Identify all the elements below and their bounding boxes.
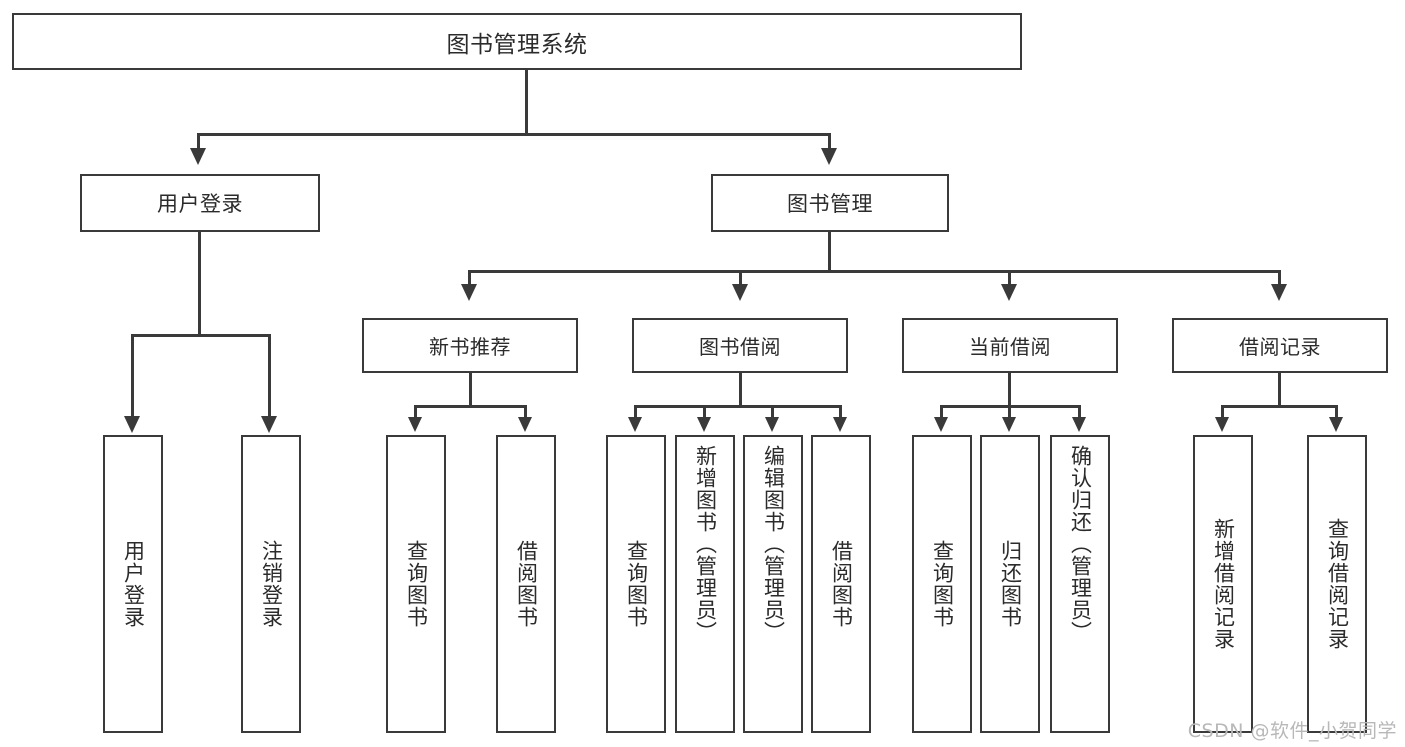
connector-currentborrow-drop-3 bbox=[1078, 405, 1081, 418]
node-label: 图书管理 bbox=[787, 192, 873, 216]
node-root-system[interactable]: 图书管理系统 bbox=[12, 13, 1022, 70]
node-leaf-add-book[interactable]: 新增图书（管理员） bbox=[675, 435, 735, 733]
arrowhead-to-new-book-recommend bbox=[461, 284, 477, 301]
connector-root-drop-left bbox=[197, 133, 200, 150]
node-leaf-borrow-book-2[interactable]: 借阅图书 bbox=[811, 435, 871, 733]
arrowhead-leaf-query-book-3 bbox=[934, 417, 948, 432]
connector-bookborrow-drop-3 bbox=[771, 405, 774, 418]
connector-currentborrow-drop-1 bbox=[940, 405, 943, 418]
arrowhead-leaf-confirm-return bbox=[1072, 417, 1086, 432]
arrowhead-to-book-borrow bbox=[732, 284, 748, 301]
connector-bookborrow-drop-1 bbox=[634, 405, 637, 418]
connector-root-stem bbox=[525, 70, 528, 135]
node-leaf-query-book-1[interactable]: 查询图书 bbox=[386, 435, 446, 733]
connector-bookborrow-stem bbox=[739, 373, 742, 407]
connector-bookmanage-drop-3 bbox=[1008, 270, 1011, 286]
node-label: 新增图书（管理员） bbox=[693, 445, 718, 643]
arrowhead-leaf-logout bbox=[261, 416, 277, 433]
node-label: 借阅图书 bbox=[514, 540, 539, 628]
node-label: 确认归还（管理员） bbox=[1068, 445, 1093, 643]
node-label: 查询图书 bbox=[930, 540, 955, 628]
node-label: 图书管理系统 bbox=[446, 31, 588, 58]
node-book-borrow[interactable]: 图书借阅 bbox=[632, 318, 848, 373]
arrowhead-leaf-borrow-book-1 bbox=[518, 417, 532, 432]
node-label: 借阅图书 bbox=[829, 540, 854, 628]
connector-bookmanage-bus bbox=[468, 270, 1281, 273]
node-leaf-user-login[interactable]: 用户登录 bbox=[103, 435, 163, 733]
connector-userlogin-stem bbox=[198, 232, 201, 336]
node-leaf-logout[interactable]: 注销登录 bbox=[241, 435, 301, 733]
node-label: 注销登录 bbox=[259, 540, 284, 628]
connector-bookmanage-stem bbox=[828, 232, 831, 272]
node-leaf-query-book-3[interactable]: 查询图书 bbox=[912, 435, 972, 733]
arrowhead-to-user-login bbox=[190, 148, 206, 165]
connector-newbook-stem bbox=[469, 373, 472, 407]
node-leaf-query-record[interactable]: 查询借阅记录 bbox=[1307, 435, 1367, 733]
node-new-book-recommend[interactable]: 新书推荐 bbox=[362, 318, 578, 373]
node-label: 借阅记录 bbox=[1239, 335, 1321, 359]
node-label: 用户登录 bbox=[157, 192, 243, 216]
arrowhead-leaf-add-record bbox=[1215, 417, 1229, 432]
connector-userlogin-drop-2 bbox=[268, 334, 271, 418]
node-leaf-borrow-book-1[interactable]: 借阅图书 bbox=[496, 435, 556, 733]
arrowhead-leaf-add-book bbox=[697, 417, 711, 432]
connector-root-drop-right bbox=[828, 133, 831, 150]
node-label: 用户登录 bbox=[121, 540, 146, 628]
connector-userlogin-bus bbox=[131, 334, 270, 337]
connector-bookborrow-bus bbox=[634, 405, 842, 408]
connector-bookborrow-drop-2 bbox=[703, 405, 706, 418]
node-label: 新增借阅记录 bbox=[1211, 518, 1236, 650]
node-label: 查询图书 bbox=[624, 540, 649, 628]
connector-borrowrecord-drop-1 bbox=[1221, 405, 1224, 418]
node-label: 查询图书 bbox=[404, 540, 429, 628]
node-label: 查询借阅记录 bbox=[1325, 518, 1350, 650]
connector-bookmanage-drop-2 bbox=[739, 270, 742, 286]
arrowhead-leaf-borrow-book-2 bbox=[833, 417, 847, 432]
node-label: 归还图书 bbox=[998, 540, 1023, 628]
arrowhead-to-current-borrow bbox=[1001, 284, 1017, 301]
connector-root-bus bbox=[197, 133, 831, 136]
arrowhead-leaf-edit-book bbox=[765, 417, 779, 432]
node-leaf-confirm-return[interactable]: 确认归还（管理员） bbox=[1050, 435, 1110, 733]
connector-newbook-drop-1 bbox=[414, 405, 417, 418]
arrowhead-to-borrow-record bbox=[1271, 284, 1287, 301]
node-book-manage[interactable]: 图书管理 bbox=[711, 174, 949, 232]
arrowhead-leaf-query-book-1 bbox=[408, 417, 422, 432]
arrowhead-leaf-query-book-2 bbox=[628, 417, 642, 432]
node-borrow-record[interactable]: 借阅记录 bbox=[1172, 318, 1388, 373]
connector-currentborrow-stem bbox=[1008, 373, 1011, 407]
connector-bookmanage-drop-4 bbox=[1278, 270, 1281, 286]
arrowhead-to-book-manage bbox=[821, 148, 837, 165]
arrowhead-leaf-return-book bbox=[1002, 417, 1016, 432]
connector-bookborrow-drop-4 bbox=[839, 405, 842, 418]
connector-newbook-drop-2 bbox=[524, 405, 527, 418]
node-current-borrow[interactable]: 当前借阅 bbox=[902, 318, 1118, 373]
node-label: 当前借阅 bbox=[969, 335, 1051, 359]
node-user-login[interactable]: 用户登录 bbox=[80, 174, 320, 232]
connector-currentborrow-drop-2 bbox=[1008, 405, 1011, 418]
node-leaf-edit-book[interactable]: 编辑图书（管理员） bbox=[743, 435, 803, 733]
connector-borrowrecord-drop-2 bbox=[1335, 405, 1338, 418]
connector-borrowrecord-stem bbox=[1278, 373, 1281, 407]
node-leaf-add-record[interactable]: 新增借阅记录 bbox=[1193, 435, 1253, 733]
node-label: 新书推荐 bbox=[429, 335, 511, 359]
connector-bookmanage-drop-1 bbox=[468, 270, 471, 286]
node-label: 图书借阅 bbox=[699, 335, 781, 359]
arrowhead-leaf-user-login bbox=[124, 416, 140, 433]
watermark-text: CSDN @软件_小贺同学 bbox=[1187, 720, 1397, 742]
arrowhead-leaf-query-record bbox=[1329, 417, 1343, 432]
connector-newbook-bus bbox=[414, 405, 527, 408]
connector-borrowrecord-bus bbox=[1221, 405, 1338, 408]
node-leaf-return-book[interactable]: 归还图书 bbox=[980, 435, 1040, 733]
node-label: 编辑图书（管理员） bbox=[761, 445, 786, 643]
node-leaf-query-book-2[interactable]: 查询图书 bbox=[606, 435, 666, 733]
connector-userlogin-drop-1 bbox=[131, 334, 134, 418]
